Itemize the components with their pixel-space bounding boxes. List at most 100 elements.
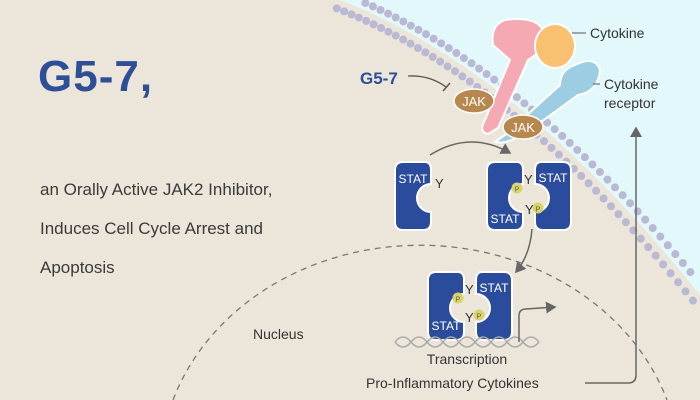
lipid-head xyxy=(450,67,459,76)
receptor-label-line1: Cytokine xyxy=(604,76,659,92)
lipid-head xyxy=(636,234,645,243)
lipid-head xyxy=(681,287,690,296)
nucleus-boundary xyxy=(172,244,668,400)
lipid-head xyxy=(340,7,349,16)
lipid-head xyxy=(429,34,438,43)
transcription-arrow xyxy=(518,301,557,342)
lipid-head xyxy=(444,44,453,53)
lipid-head xyxy=(465,77,474,86)
lipid-head xyxy=(384,27,393,36)
lipid-head xyxy=(421,48,430,57)
stat-label: STAT xyxy=(432,319,462,333)
jak-2-label: JAK xyxy=(511,120,535,135)
phosphate-label: P xyxy=(456,297,461,304)
lipid-head xyxy=(547,143,556,152)
stat-dimer-nucleus: STAT STAT Y Y P P xyxy=(427,271,513,341)
jak-2 xyxy=(502,114,544,140)
inhibitor-label: G5-7 xyxy=(360,69,398,88)
lipid-head xyxy=(422,30,431,39)
lipid-head xyxy=(414,25,423,34)
lipid-head xyxy=(659,260,668,269)
lipid-head xyxy=(641,215,650,224)
cytokine xyxy=(534,23,576,69)
tyrosine-label: Y xyxy=(465,310,474,325)
lipid-head xyxy=(376,23,385,32)
lipid-head xyxy=(648,224,657,233)
phosphate-icon xyxy=(473,309,485,321)
phosphate-icon xyxy=(452,292,464,304)
lipid-head xyxy=(543,118,552,127)
tyrosine-label: Y xyxy=(525,202,534,217)
feedback-arrow xyxy=(585,126,642,384)
lipid-head xyxy=(361,0,370,7)
lipid-head xyxy=(688,296,697,305)
lipid-head xyxy=(540,137,549,146)
lipid-head xyxy=(368,2,377,11)
lipid-head xyxy=(376,5,385,14)
lipid-head xyxy=(573,145,582,154)
lipid-head xyxy=(611,183,620,192)
lipid-head xyxy=(512,93,521,102)
lipid-head xyxy=(674,278,683,287)
lipid-head xyxy=(565,138,574,147)
lipid-head xyxy=(606,202,615,211)
jak-1-label: JAK xyxy=(462,94,486,109)
cell-membrane xyxy=(332,0,697,305)
lipid-head xyxy=(354,13,363,22)
dna-icon xyxy=(394,336,540,348)
lipid-head xyxy=(580,153,589,162)
stat-label: STAT xyxy=(480,281,510,295)
lipid-head xyxy=(437,39,446,48)
phosphate-label: P xyxy=(515,187,520,194)
lipid-head xyxy=(651,251,660,260)
lipid-head xyxy=(490,75,499,84)
lipid-head xyxy=(656,232,665,241)
tyrosine-label: Y xyxy=(465,282,474,297)
stat-label: STAT xyxy=(399,172,429,186)
lipid-head xyxy=(671,250,680,259)
translocation-arrow xyxy=(515,228,533,274)
lipid-head xyxy=(592,186,601,195)
phosphate-icon xyxy=(511,182,523,194)
lipid-head xyxy=(584,179,593,188)
nucleus-label: Nucleus xyxy=(253,326,304,342)
jak-1 xyxy=(453,88,495,114)
transcription-label: Transcription xyxy=(427,351,507,367)
lipid-head xyxy=(332,4,341,13)
subtitle-line-3: Apoptosis xyxy=(40,258,115,277)
lipid-head xyxy=(475,64,484,73)
stat-label: STAT xyxy=(539,171,569,185)
lipid-head xyxy=(626,199,635,208)
lipid-head xyxy=(467,59,476,68)
lipid-head xyxy=(459,54,468,63)
lipid-head xyxy=(399,17,408,26)
lipid-head xyxy=(599,194,608,203)
lipid-head xyxy=(686,268,695,277)
phosphate-label: P xyxy=(536,207,541,214)
lipid-head xyxy=(443,62,452,71)
lipid-head xyxy=(621,218,630,227)
stat-label: STAT xyxy=(491,212,521,226)
extracellular-space xyxy=(340,0,700,295)
tyrosine-label: Y xyxy=(524,172,533,187)
lipid-head xyxy=(588,160,597,169)
lipid-head xyxy=(644,243,653,252)
lipid-head xyxy=(347,10,356,19)
activation-arrow xyxy=(429,141,512,156)
lipid-head xyxy=(452,49,461,58)
lipid-head xyxy=(633,207,642,216)
lipid-head xyxy=(614,210,623,219)
stat-monomer: STAT Y xyxy=(394,161,444,231)
receptor-label-line2: receptor xyxy=(604,95,656,111)
lipid-head xyxy=(406,21,415,30)
lipid-head xyxy=(603,175,612,184)
tyrosine-label: Y xyxy=(435,176,444,191)
lipid-head xyxy=(595,167,604,176)
lipid-head xyxy=(384,9,393,18)
page-title: G5-7, xyxy=(38,52,154,101)
lipid-head xyxy=(554,150,563,159)
lipid-head xyxy=(458,72,467,81)
phosphate-icon xyxy=(532,202,544,214)
